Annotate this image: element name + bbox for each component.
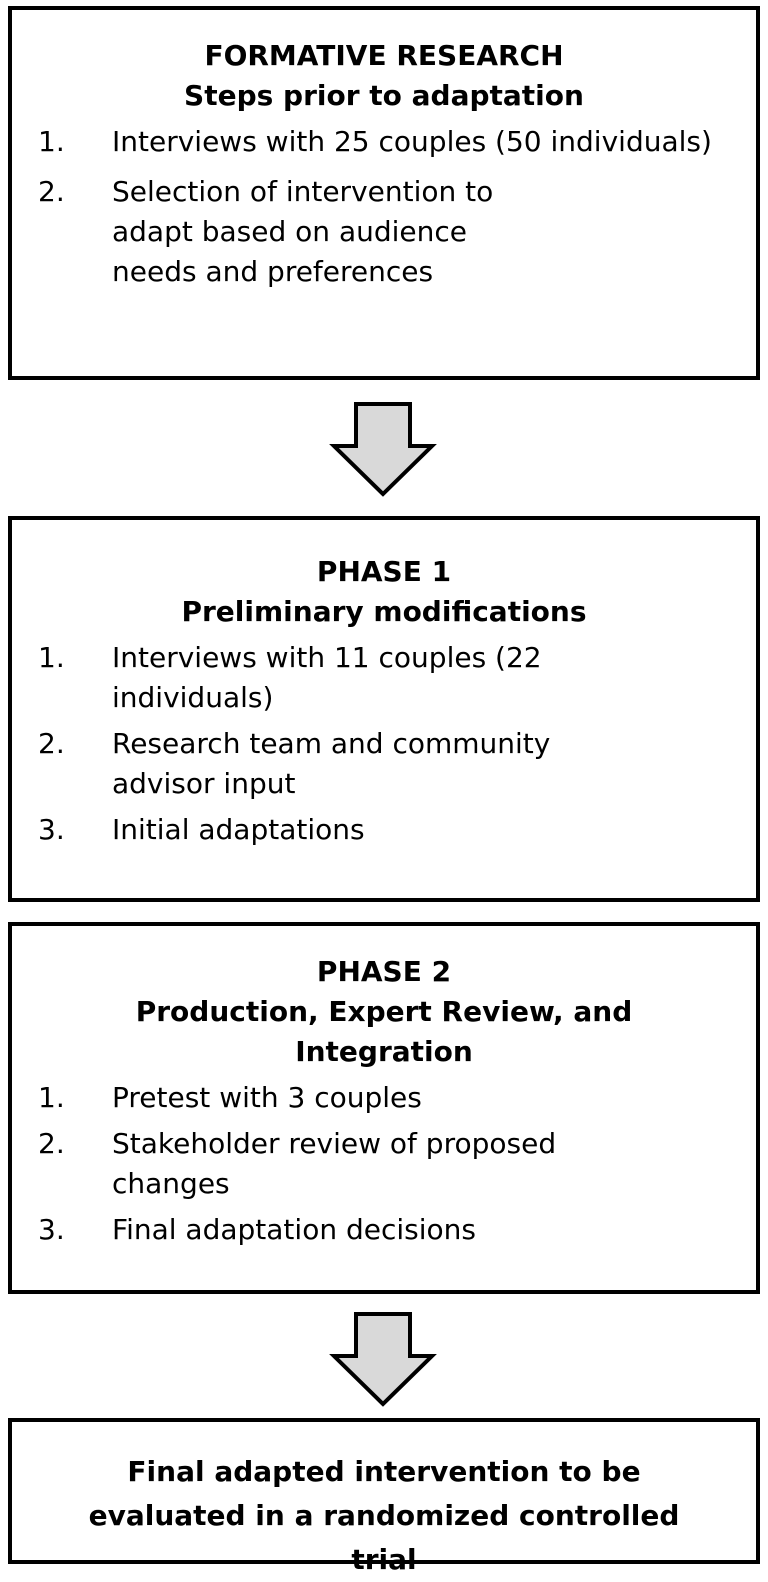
list-item-text: Interviews with 11 couples (22 individua… [112, 641, 542, 714]
list-item-number: 2. [38, 727, 65, 760]
list-item-number: 1. [38, 1081, 65, 1114]
list-item-number: 3. [38, 813, 65, 846]
phase-2-box: PHASE 2 Production, Expert Review, and I… [8, 922, 760, 1294]
list-item-number: 1. [38, 641, 65, 674]
final-outcome-text: Final adapted intervention to be evaluat… [88, 1455, 680, 1576]
down-arrow-shape [329, 1312, 437, 1407]
list-item: 1. Interviews with 11 couples (22 indivi… [12, 638, 582, 718]
list-item: 1. Pretest with 3 couples [12, 1078, 756, 1118]
list-item-text: Interviews with 25 couples (50 individua… [112, 125, 712, 158]
down-arrow-icon [329, 1312, 437, 1407]
box-title: FORMATIVE RESEARCH [204, 39, 564, 72]
box-title: PHASE 2 [316, 955, 452, 988]
list-item: 3. Initial adaptations [12, 810, 756, 850]
list-item: 2. Selection of intervention to adapt ba… [12, 172, 552, 292]
box-title: PHASE 1 [316, 555, 452, 588]
down-arrow-icon [329, 402, 437, 497]
list-item-text: Pretest with 3 couples [112, 1081, 422, 1114]
box-subtitle: Preliminary modifications [181, 595, 587, 628]
list-item: 2. Research team and community advisor i… [12, 724, 602, 804]
list-item-text: Selection of intervention to adapt based… [112, 175, 494, 288]
list-item-text: Final adaptation decisions [112, 1213, 476, 1246]
list-item-text: Initial adaptations [112, 813, 365, 846]
list-item: 1. Interviews with 25 couples (50 indivi… [12, 122, 756, 162]
list-item-number: 3. [38, 1213, 65, 1246]
list-item-text: Stakeholder review of proposed changes [112, 1127, 557, 1200]
list-item: 3. Final adaptation decisions [12, 1210, 756, 1250]
list-item-number: 2. [38, 175, 65, 208]
formative-research-box: FORMATIVE RESEARCH Steps prior to adapta… [8, 6, 760, 380]
down-arrow-shape [329, 402, 437, 497]
final-outcome-box: Final adapted intervention to be evaluat… [8, 1418, 760, 1576]
box-subtitle: Steps prior to adaptation [184, 79, 584, 112]
list-item-number: 1. [38, 125, 65, 158]
phase-1-box: PHASE 1 Preliminary modifications 1. Int… [8, 516, 760, 902]
list-item: 2. Stakeholder review of proposed change… [12, 1124, 622, 1204]
list-item-text: Research team and community advisor inpu… [112, 727, 551, 800]
list-item-number: 2. [38, 1127, 65, 1160]
box-subtitle: Production, Expert Review, and Integrati… [135, 995, 633, 1068]
